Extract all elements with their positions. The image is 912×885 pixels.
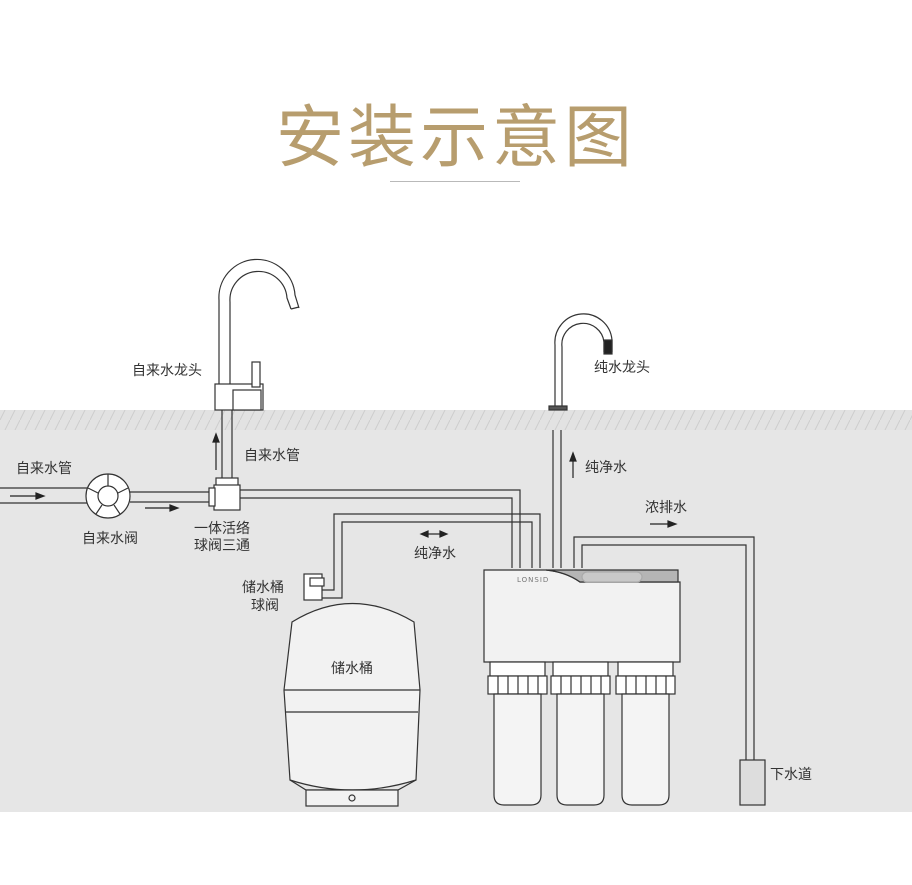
flow-arrow-icon: [569, 451, 577, 478]
bidirectional-arrow-icon: [419, 530, 449, 538]
feed-pipe: [240, 489, 521, 568]
label-tank: 储水桶: [331, 661, 373, 677]
page-title: 安装示意图: [275, 99, 636, 178]
inlet-pipe: [0, 487, 88, 504]
filter-cartridge: [487, 661, 548, 806]
label-tee-line2: 球阀三通: [194, 538, 250, 554]
waste-pipe: [573, 536, 755, 760]
label-riser-pipe: 自来水管: [244, 448, 300, 464]
label-tap-faucet: 自来水龙头: [132, 363, 202, 379]
tap-valve-icon: [85, 473, 131, 519]
label-pure-water-pipe: 纯净水: [414, 546, 456, 562]
label-inlet-pipe: 自来水管: [16, 461, 72, 477]
storage-tank: [283, 573, 421, 807]
filter-unit: [483, 569, 681, 806]
label-waste-water: 浓排水: [645, 500, 687, 516]
tank-pipe: [320, 513, 541, 599]
label-pure-faucet: 纯水龙头: [594, 360, 650, 376]
filter-cartridge: [550, 661, 611, 806]
pure-water-pipe: [552, 430, 562, 568]
label-tee-line1: 一体活络: [194, 521, 250, 537]
drain-box: [739, 759, 766, 806]
label-pure-water-up: 纯净水: [585, 460, 627, 476]
flow-arrow-icon: [212, 432, 220, 470]
flow-arrow-icon: [10, 492, 46, 500]
riser-pipe: [221, 410, 233, 485]
tap-faucet: [214, 258, 300, 411]
pure-faucet: [548, 313, 613, 411]
label-tank-valve-line1: 储水桶: [242, 580, 284, 596]
label-tank-valve-line2: 球阀: [251, 598, 279, 614]
label-drain: 下水道: [770, 767, 812, 783]
ground-hatch: [0, 410, 912, 430]
ground-area: [0, 410, 912, 812]
title-divider: [390, 181, 520, 182]
label-tap-valve: 自来水阀: [82, 531, 138, 547]
filter-cartridge: [615, 661, 676, 806]
flow-arrow-icon: [145, 504, 180, 512]
brand-logo: LONSID: [517, 576, 549, 584]
flow-arrow-icon: [650, 520, 678, 528]
